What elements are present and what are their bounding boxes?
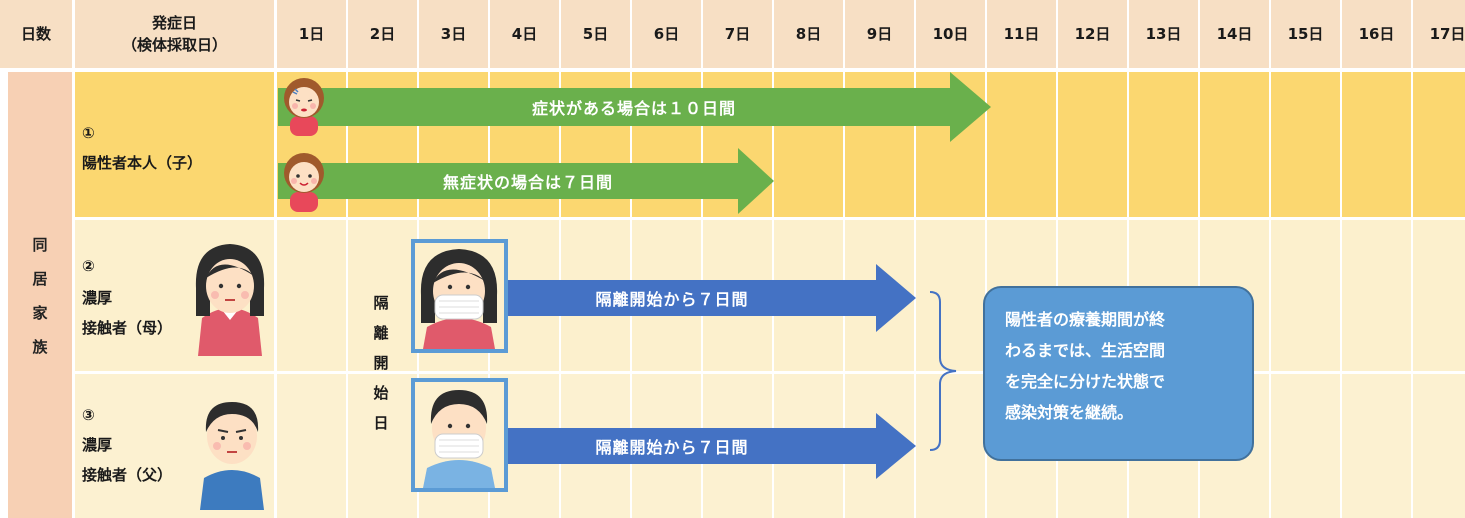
patient-day-cell xyxy=(1342,72,1411,217)
family-guidance-callout: 陽性者の療養期間が終 わるまでは、生活空間 を完全に分けた状態で 感染対策を継続… xyxy=(983,286,1254,461)
isolation-start-char: 離 xyxy=(373,324,389,342)
isolation-start-label: 隔 離 開 始 日 xyxy=(366,288,396,438)
patient-day-cell xyxy=(1200,72,1269,217)
curly-brace-icon xyxy=(929,291,957,451)
mother-icon xyxy=(195,244,265,356)
header-day-7: 7日 xyxy=(703,0,772,68)
family-side-text: 同 居 家 族 xyxy=(8,228,72,364)
mother-day-cell xyxy=(348,220,417,371)
patient-row-label: 陽性者本人（子） xyxy=(82,154,203,172)
mother-day-cell xyxy=(1271,220,1340,371)
mother-masked-icon xyxy=(420,249,498,349)
isolation-start-char: 隔 xyxy=(373,294,389,312)
header-day-10: 10日 xyxy=(916,0,985,68)
family-side-char: 族 xyxy=(32,338,48,356)
father-masked-icon xyxy=(423,390,495,488)
father-day-cell xyxy=(348,374,417,518)
header-day-17: 17日 xyxy=(1413,0,1465,68)
header-day-15: 15日 xyxy=(1271,0,1340,68)
mother-day-cell xyxy=(916,220,985,371)
child-sick-face-icon xyxy=(284,78,324,136)
mother-row-number: ② xyxy=(82,257,95,275)
patient-day-cell xyxy=(1271,72,1340,217)
patient-day-cell xyxy=(1058,72,1127,217)
asymptomatic-period-label: 無症状の場合は７日間 xyxy=(442,173,613,192)
header-day-11: 11日 xyxy=(987,0,1056,68)
header-day-1: 1日 xyxy=(277,0,346,68)
mother-day-cell xyxy=(1413,220,1465,371)
mother-quarantine-label: 隔離開始から７日間 xyxy=(595,290,749,309)
mother-day-cell xyxy=(1342,220,1411,371)
header-day-5: 5日 xyxy=(561,0,630,68)
patient-day-cell xyxy=(1129,72,1198,217)
isolation-start-char: 日 xyxy=(373,414,389,432)
isolation-start-char: 始 xyxy=(373,384,389,402)
mother-row-label: 濃厚 接触者（母） xyxy=(82,289,173,337)
symptomatic-period-arrow: 症状がある場合は１０日間 xyxy=(278,72,991,142)
father-icon xyxy=(200,402,264,510)
header-days-label: 日数 xyxy=(0,0,72,68)
header-day-4: 4日 xyxy=(490,0,559,68)
father-day-cell xyxy=(916,374,985,518)
family-side-char: 居 xyxy=(32,270,48,288)
father-masked-frame xyxy=(411,378,508,492)
patient-day-cell xyxy=(1413,72,1465,217)
header-onset-label: 発症日 （検体採取日） xyxy=(75,0,274,68)
father-day-cell xyxy=(1271,374,1340,518)
child-smile-face-icon xyxy=(284,153,324,212)
father-quarantine-label: 隔離開始から７日間 xyxy=(595,438,749,457)
isolation-start-char: 開 xyxy=(373,354,389,372)
mother-day-cell xyxy=(277,220,346,371)
father-day-cell xyxy=(1413,374,1465,518)
family-side-char: 家 xyxy=(32,304,48,322)
header-day-3: 3日 xyxy=(419,0,488,68)
header-day-16: 16日 xyxy=(1342,0,1411,68)
father-row-label: 濃厚 接触者（父） xyxy=(82,436,173,484)
patient-day-cell xyxy=(987,72,1056,217)
symptomatic-period-label: 症状がある場合は１０日間 xyxy=(531,99,736,118)
asymptomatic-period-arrow: 無症状の場合は７日間 xyxy=(278,148,774,214)
header-day-2: 2日 xyxy=(348,0,417,68)
patient-row-label-bg xyxy=(75,72,274,217)
family-side-char: 同 xyxy=(32,236,48,254)
father-day-cell xyxy=(277,374,346,518)
header-day-12: 12日 xyxy=(1058,0,1127,68)
patient-row-number: ① xyxy=(82,124,95,142)
header-day-13: 13日 xyxy=(1129,0,1198,68)
father-day-cell xyxy=(1342,374,1411,518)
header-day-8: 8日 xyxy=(774,0,843,68)
header-day-6: 6日 xyxy=(632,0,701,68)
mother-masked-frame xyxy=(411,239,508,353)
header-day-9: 9日 xyxy=(845,0,914,68)
header-day-14: 14日 xyxy=(1200,0,1269,68)
father-row-number: ③ xyxy=(82,406,95,424)
